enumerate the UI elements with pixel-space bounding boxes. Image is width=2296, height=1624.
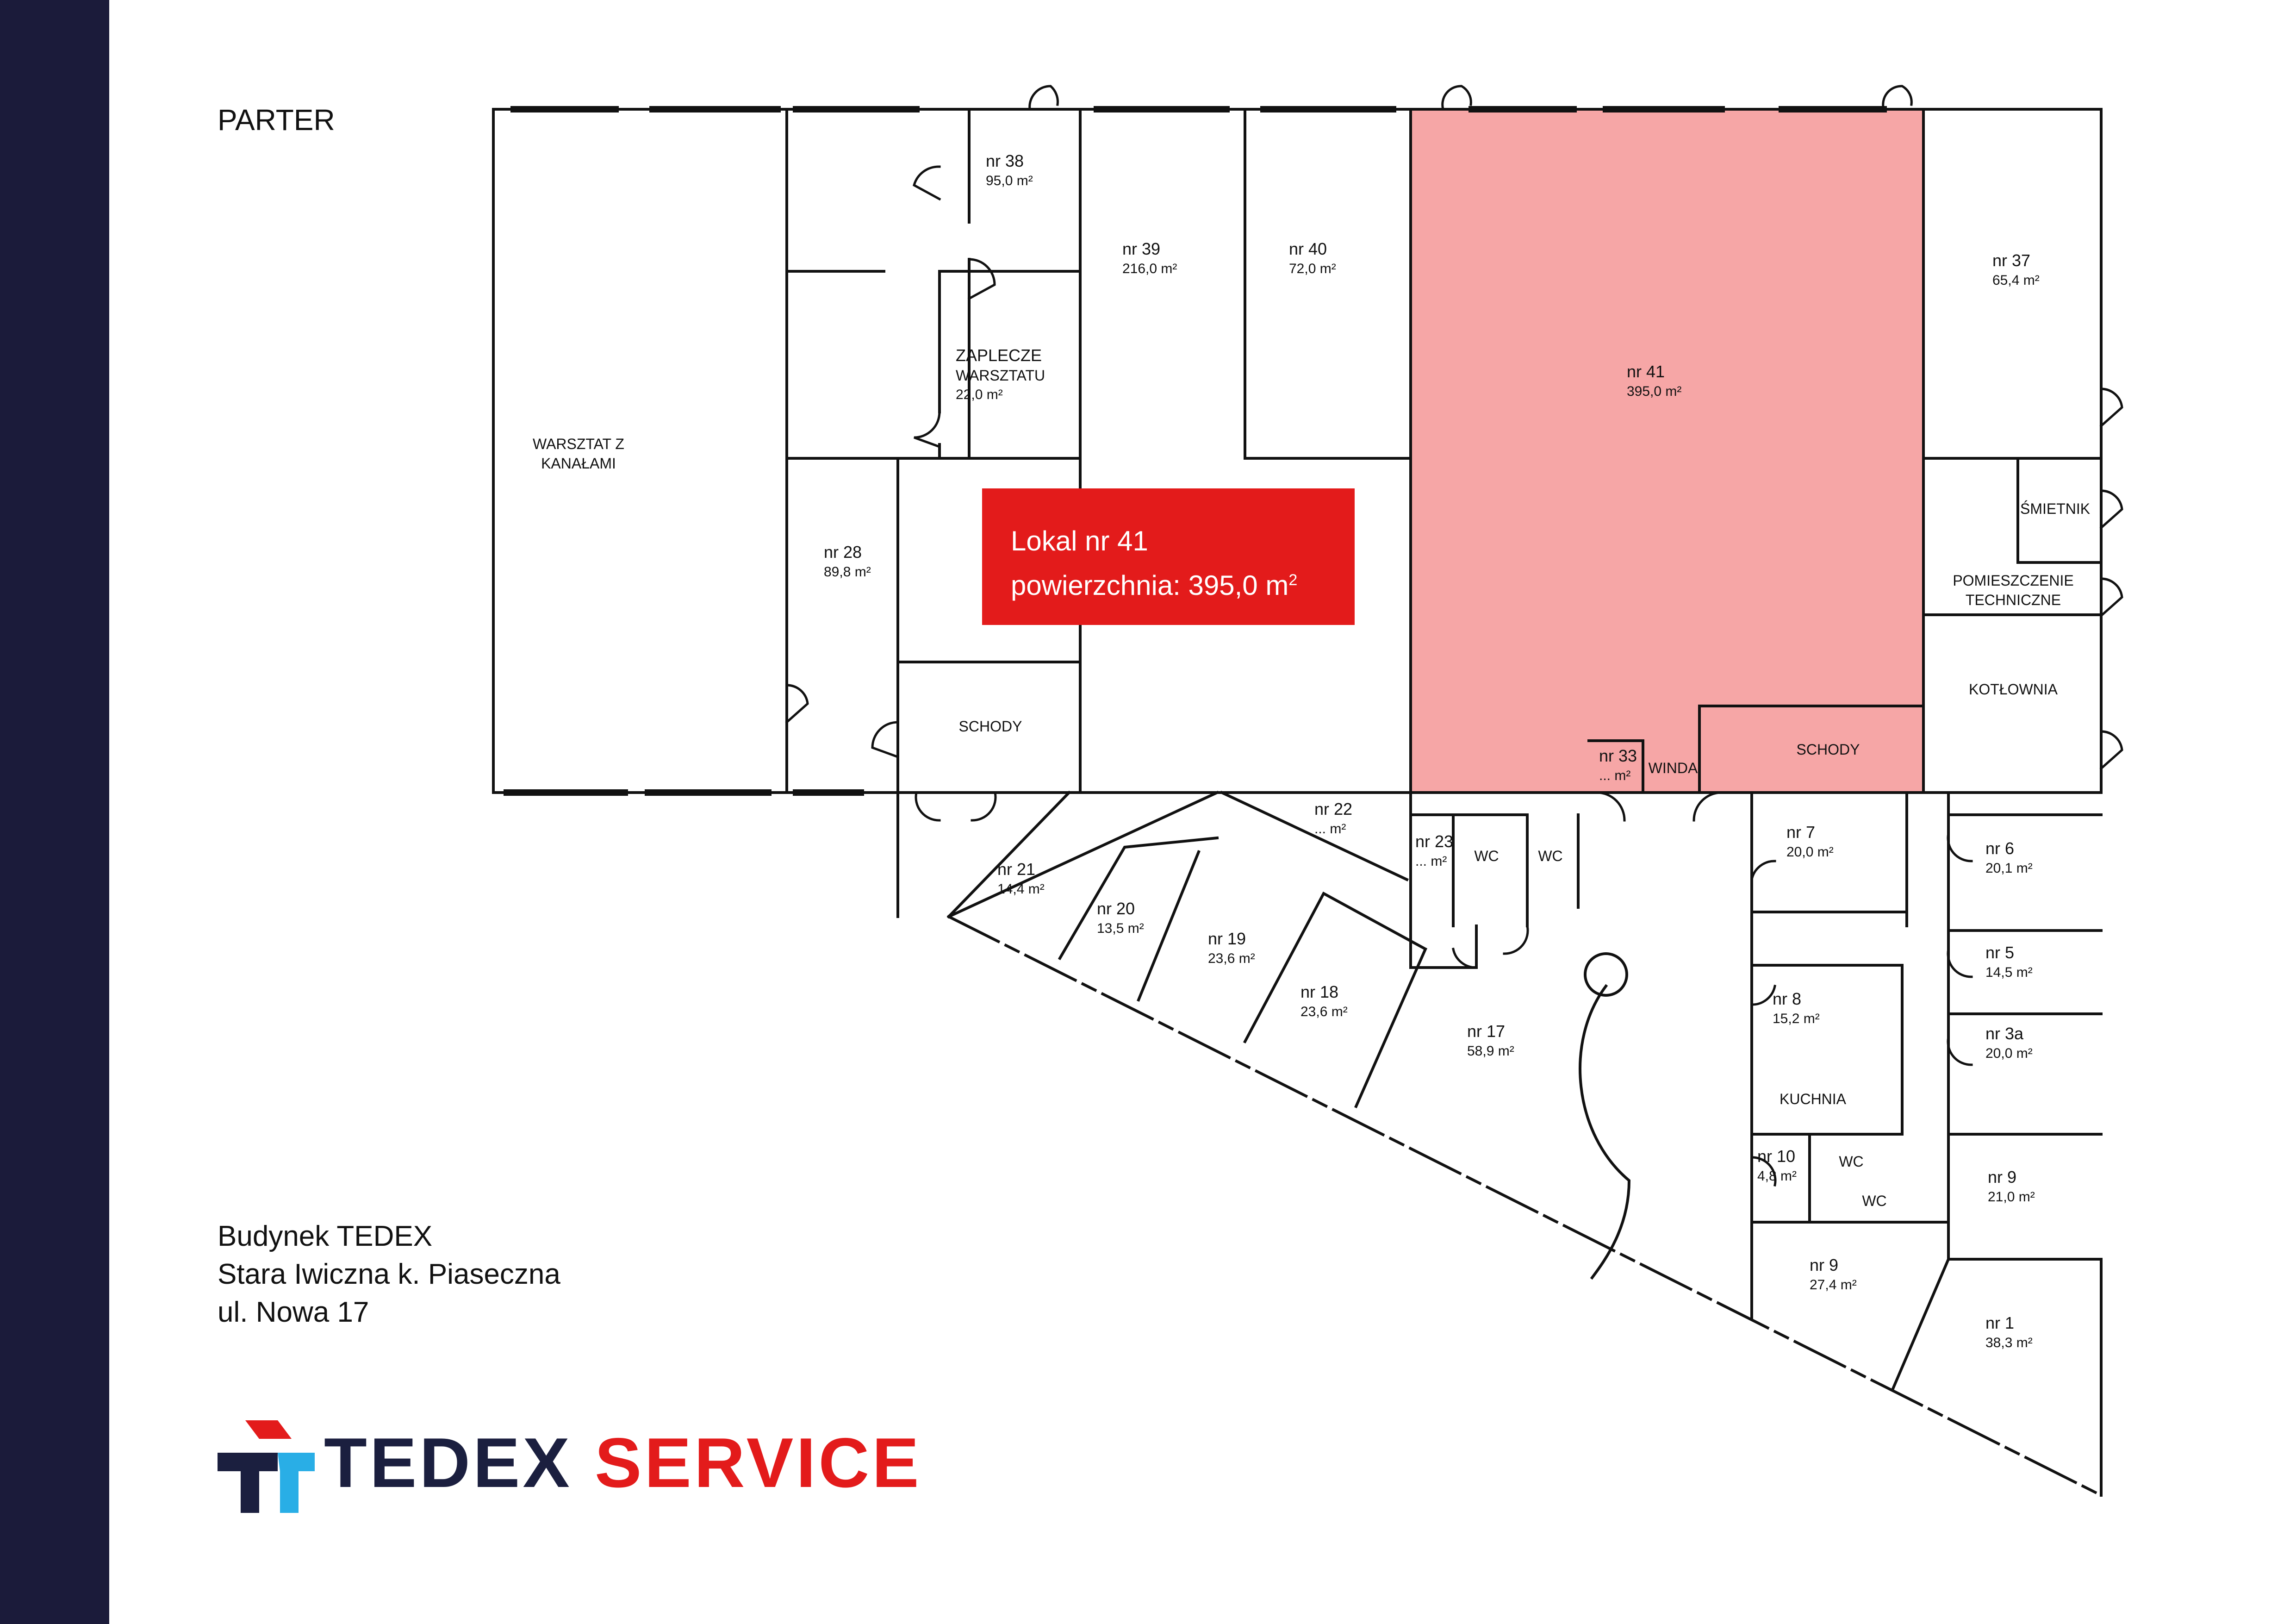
highlight-unit-name: Lokal nr 41 <box>1011 525 1148 556</box>
room-label-schody2: SCHODY <box>1797 741 1860 758</box>
room-label-nr3a: nr 3a <box>1985 1024 2024 1043</box>
brand-word-service: SERVICE <box>595 1424 922 1502</box>
room-label-nr23: nr 23 <box>1415 832 1453 851</box>
room-label-nr9a: nr 9 <box>1988 1168 2016 1187</box>
unit-41-highlight[interactable] <box>1411 109 1923 793</box>
door-swings <box>785 85 2123 1187</box>
room-label-nr33: nr 33 <box>1599 746 1637 765</box>
room-label-nr7: nr 7 <box>1786 823 1815 842</box>
room-area-nr1: 38,3 m² <box>1985 1335 2033 1350</box>
room-label-zaplecze: ZAPLECZE <box>956 346 1042 365</box>
room-label-wc2: WC <box>1538 848 1562 864</box>
room-area-nr38: 95,0 m² <box>986 173 1033 188</box>
room-area-nr9a: 21,0 m² <box>1988 1189 2035 1205</box>
address-line-2: Stara Iwiczna k. Piaseczna <box>218 1258 560 1290</box>
room-area-nr19: 23,6 m² <box>1208 951 1255 966</box>
room-area-nr37: 65,4 m² <box>1992 273 2040 288</box>
room-label-nr28: nr 28 <box>824 543 862 562</box>
brand-word-tedex: TEDEX <box>324 1424 572 1502</box>
room-label-winda: WINDA <box>1649 760 1698 776</box>
room-area-nr5: 14,5 m² <box>1985 965 2033 980</box>
room-label-nr22: nr 22 <box>1314 800 1352 818</box>
room-label-nr21: nr 21 <box>997 860 1035 879</box>
room-label-wc1: WC <box>1474 848 1499 864</box>
room-label-nr6: nr 6 <box>1985 839 2014 858</box>
room-label-schody1: SCHODY <box>959 718 1022 735</box>
room-label-nr37: nr 37 <box>1992 251 2030 270</box>
entrance-canopy <box>1579 984 1631 1280</box>
diagonal-facade <box>946 914 2103 1498</box>
room-label-nr38: nr 38 <box>986 151 1024 170</box>
room-label-nr41: nr 41 <box>1627 362 1665 381</box>
room-area-nr33: ... m² <box>1599 768 1630 783</box>
highlight-badge: Lokal nr 41 powierzchnia: 395,0 m2 <box>982 488 1355 625</box>
room-label-kuchnia: KUCHNIA <box>1780 1091 1847 1107</box>
room-label-nr17: nr 17 <box>1467 1022 1505 1041</box>
room-label-wc3: WC <box>1839 1153 1863 1170</box>
room-area-nr17: 58,9 m² <box>1467 1043 1514 1059</box>
room-label-nr18: nr 18 <box>1300 982 1338 1001</box>
room-label-wc4: WC <box>1862 1193 1886 1209</box>
tedex-logo-mark <box>218 1420 315 1513</box>
room-label-nr1: nr 1 <box>1985 1313 2014 1332</box>
interior-walls <box>785 108 2103 794</box>
window-strips <box>504 106 1887 796</box>
room-area-nr3a: 20,0 m² <box>1985 1046 2033 1061</box>
room-label-nr9b: nr 9 <box>1810 1255 1838 1274</box>
room-label-nr20: nr 20 <box>1097 899 1135 918</box>
room-label-nr10: nr 10 <box>1757 1147 1795 1166</box>
room-area-nr28: 89,8 m² <box>824 564 871 580</box>
room-area-nr41: 395,0 m² <box>1627 384 1681 399</box>
room-label2-zaplecze: WARSZTATU <box>956 367 1045 384</box>
room-area-nr7: 20,0 m² <box>1786 844 1834 860</box>
room-label-nr5: nr 5 <box>1985 943 2014 962</box>
room-area-nr18: 23,6 m² <box>1300 1004 1348 1019</box>
room-label-warsztat: WARSZTAT Z <box>533 436 624 452</box>
room-area-nr20: 13,5 m² <box>1097 921 1144 936</box>
address-line-1: Budynek TEDEX <box>218 1220 433 1252</box>
floor-label: PARTER <box>218 103 335 137</box>
room-label-smietnik: ŚMIETNIK <box>2020 500 2090 517</box>
room-label2-pomieszczenie: TECHNICZNE <box>1966 592 2061 608</box>
room-label-nr40: nr 40 <box>1289 239 1327 258</box>
room-area-nr40: 72,0 m² <box>1289 261 1336 276</box>
building-address: Budynek TEDEX Stara Iwiczna k. Piaseczna… <box>218 1218 560 1331</box>
room-area-zaplecze: 22,0 m² <box>956 387 1003 402</box>
highlight-area: powierzchnia: 395,0 m2 <box>1011 570 1298 601</box>
room-area-nr39: 216,0 m² <box>1122 261 1177 276</box>
room-area-nr23: ... m² <box>1415 854 1447 869</box>
sidebar-bar <box>0 0 109 1624</box>
room-area-nr9b: 27,4 m² <box>1810 1277 1857 1293</box>
room-label-pomieszczenie: POMIESZCZENIE <box>1953 572 2073 589</box>
room-area-nr8: 15,2 m² <box>1773 1011 1820 1026</box>
room-label2-warsztat: KANAŁAMI <box>541 455 616 472</box>
room-area-nr21: 14,4 m² <box>997 881 1045 897</box>
lower-wing-walls <box>896 790 2103 1497</box>
room-area-nr22: ... m² <box>1314 821 1346 837</box>
brand-wordmark: TEDEX SERVICE <box>324 1424 922 1502</box>
room-label-nr39: nr 39 <box>1122 239 1160 258</box>
canopy-post <box>1584 952 1628 997</box>
room-label-nr8: nr 8 <box>1773 989 1801 1008</box>
room-area-nr6: 20,1 m² <box>1985 861 2033 876</box>
room-label-nr19: nr 19 <box>1208 929 1246 948</box>
room-label-kotlownia: KOTŁOWNIA <box>1969 681 2058 698</box>
address-line-3: ul. Nowa 17 <box>218 1296 369 1328</box>
room-area-nr10: 4,8 m² <box>1757 1168 1797 1184</box>
